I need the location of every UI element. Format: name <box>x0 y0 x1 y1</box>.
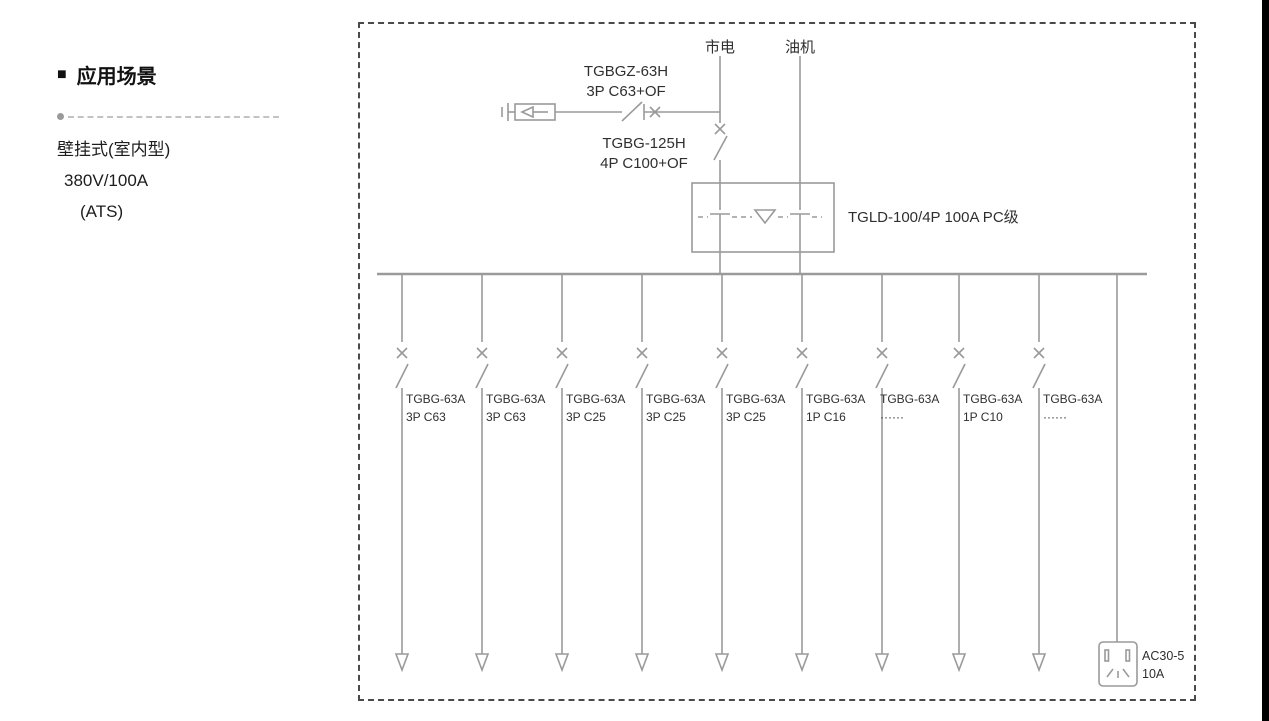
mains-label: 市电 <box>704 39 735 56</box>
load-arrow-icon <box>714 653 730 673</box>
branch-name: TGBG-63A <box>726 392 786 406</box>
right-edge-bar <box>1262 0 1269 721</box>
branch-label-2: TGBG-63A 3P C63 <box>486 390 545 426</box>
load-arrow-icon <box>394 653 410 673</box>
ats-box-icon <box>691 182 835 274</box>
diagram-canvas <box>377 56 1147 687</box>
branch-label-4: TGBG-63A 3P C25 <box>646 390 705 426</box>
branch-spec: 3P C25 <box>726 410 766 424</box>
load-arrow-icon <box>474 653 490 673</box>
branch-name: TGBG-63A <box>1043 392 1103 406</box>
main-breaker-label: TGBG-125H 4P C100+OF <box>588 134 700 174</box>
branch-line-6 <box>794 274 810 673</box>
load-arrow-icon <box>554 653 570 673</box>
single-line-diagram: 市电 油机 TGBGZ-63H 3P C63+OF TGBG-125H 4P C… <box>358 22 1196 701</box>
branch-label-8: TGBG-63A 1P C10 <box>963 390 1022 426</box>
branch-line-7 <box>874 274 890 673</box>
branch-spec: 1P C10 <box>963 410 1003 424</box>
mains-feed-line <box>713 56 728 183</box>
ats-label: TGLD-100/4P 100A PC级 <box>848 209 1019 226</box>
divider-dashes <box>68 115 279 118</box>
branch-line-3 <box>554 274 570 673</box>
branch-spec: ······ <box>1043 410 1067 424</box>
socket-icon <box>1098 641 1138 687</box>
branch-spec: 3P C25 <box>646 410 686 424</box>
main-breaker-spec: 4P C100+OF <box>600 155 688 172</box>
load-arrow-icon <box>1031 653 1047 673</box>
sidebar: ■ 应用场景 壁挂式(室内型) 380V/100A (ATS) <box>57 60 297 227</box>
load-arrow-icon <box>634 653 650 673</box>
main-breaker-name: TGBG-125H <box>602 135 686 152</box>
branch-name: TGBG-63A <box>880 392 940 406</box>
branch-line-2 <box>474 274 490 673</box>
load-arrow-icon <box>794 653 810 673</box>
branch-line-8 <box>951 274 967 673</box>
branch-label-1: TGBG-63A 3P C63 <box>406 390 465 426</box>
dashed-divider <box>57 113 279 120</box>
spd-breaker-label: TGBGZ-63H 3P C63+OF <box>560 62 692 102</box>
branch-line-1 <box>394 274 410 673</box>
branch-name: TGBG-63A <box>566 392 626 406</box>
branch-name: TGBG-63A <box>406 392 466 406</box>
branch-name: TGBG-63A <box>646 392 706 406</box>
branch-line-4 <box>634 274 650 673</box>
spec-line-mounting: 壁挂式(室内型) <box>57 140 171 159</box>
load-arrow-icon <box>874 653 890 673</box>
ground-icon <box>501 103 509 121</box>
spd-switch-icon <box>621 101 643 122</box>
spd-branch-line <box>501 101 720 122</box>
branch-line-5 <box>714 274 730 673</box>
branch-name: TGBG-63A <box>963 392 1023 406</box>
branch-label-3: TGBG-63A 3P C25 <box>566 390 625 426</box>
branch-name: TGBG-63A <box>806 392 866 406</box>
branch-line-9 <box>1031 274 1047 673</box>
socket-label: AC30-5 10A <box>1142 647 1184 683</box>
section-heading: ■ 应用场景 <box>57 60 297 89</box>
branch-label-5: TGBG-63A 3P C25 <box>726 390 785 426</box>
spec-line-rating: 380V/100A <box>64 171 149 190</box>
socket-name: AC30-5 <box>1142 649 1185 663</box>
spd-arrow-icon <box>520 105 534 119</box>
section-heading-text: 应用场景 <box>76 66 157 88</box>
branch-spec: ······ <box>880 410 904 424</box>
branch-spec: 3P C63 <box>406 410 446 424</box>
square-bullet-icon: ■ <box>57 65 67 83</box>
spd-breaker-name: TGBGZ-63H <box>583 63 669 80</box>
branch-spec: 3P C25 <box>566 410 606 424</box>
divider-dot-icon <box>57 113 64 120</box>
branch-label-9: TGBG-63A ······ <box>1043 390 1102 426</box>
branch-label-7: TGBG-63A ······ <box>880 390 939 426</box>
load-arrow-icon <box>951 653 967 673</box>
socket-spec: 10A <box>1142 667 1165 681</box>
generator-label: 油机 <box>784 39 815 56</box>
branch-spec: 1P C16 <box>806 410 846 424</box>
branch-label-6: TGBG-63A 1P C16 <box>806 390 865 426</box>
spd-breaker-spec: 3P C63+OF <box>586 83 666 100</box>
spec-line-ats: (ATS) <box>80 202 124 221</box>
branch-name: TGBG-63A <box>486 392 546 406</box>
branch-spec: 3P C63 <box>486 410 526 424</box>
